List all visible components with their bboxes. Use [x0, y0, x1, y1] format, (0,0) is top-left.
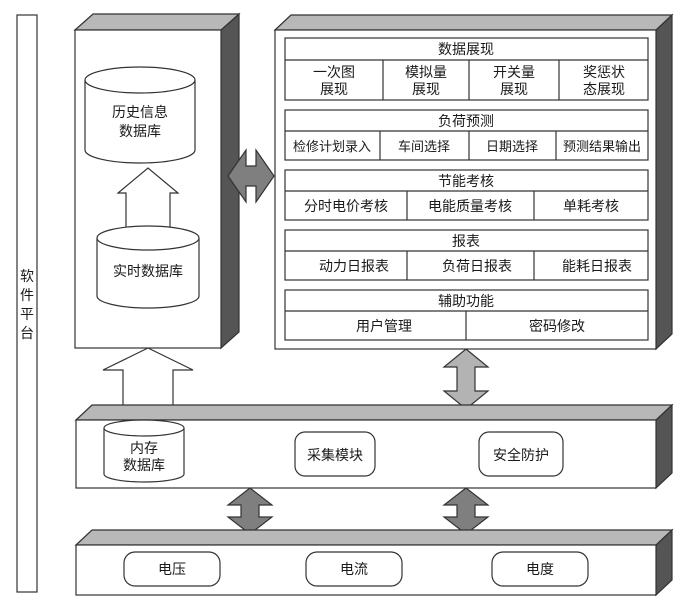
double-arrow-function-middle	[442, 348, 490, 410]
load-forecast-panel	[284, 109, 649, 161]
memory-database-cylinder	[103, 419, 185, 483]
forecast-item-output: 预测结果输出	[563, 139, 641, 155]
load-forecast-title: 负荷预测	[438, 114, 494, 130]
report-item-load-daily: 负荷日报表	[442, 259, 512, 275]
energy-assessment-panel	[284, 169, 649, 221]
display-item-analog: 模拟量	[405, 65, 447, 81]
display-item-switch: 展现	[500, 82, 528, 98]
collection-module-label: 采集模块	[307, 447, 363, 464]
current-label: 电流	[340, 562, 368, 578]
security-protection-box	[478, 431, 564, 477]
data-display-panel	[284, 37, 649, 101]
energy-item-tou-price: 分时电价考核	[304, 199, 388, 215]
software-platform-box	[16, 14, 38, 593]
platform-label-char: 件	[20, 288, 34, 304]
aux-item-user-management: 用户管理	[356, 318, 412, 335]
display-item-reward: 态展现	[583, 82, 625, 98]
auxiliary-panel	[284, 289, 649, 341]
data-display-title: 数据展现	[438, 42, 494, 58]
auxiliary-title: 辅助功能	[438, 294, 494, 310]
forecast-item-maintenance: 检修计划录入	[293, 140, 371, 155]
platform-label-char: 软	[20, 269, 34, 285]
forecast-item-workshop: 车间选择	[398, 139, 450, 155]
realtime-database-cylinder	[96, 225, 200, 309]
energy-meter-label: 电度	[526, 562, 554, 578]
report-panel	[284, 229, 649, 281]
voltage-label: 电压	[158, 562, 186, 578]
display-item-primary-diagram: 一次图	[313, 65, 355, 81]
voltage-box	[123, 551, 221, 587]
history-database-cylinder	[84, 66, 196, 164]
collection-module-box	[294, 431, 376, 477]
report-item-energy-daily: 能耗日报表	[562, 259, 632, 275]
double-arrow-middle-bottom-right	[442, 487, 490, 535]
security-protection-label: 安全防护	[493, 447, 549, 464]
energy-item-unit-consumption: 单耗考核	[563, 199, 619, 215]
platform-label-char: 平	[20, 307, 34, 323]
energy-item-power-quality: 电能质量考核	[428, 199, 512, 215]
current-box	[305, 551, 403, 587]
energy-meter-box	[491, 551, 589, 587]
report-item-power-daily: 动力日报表	[319, 259, 389, 275]
double-arrow-middle-bottom-left	[226, 487, 274, 535]
realtime-database-label: 实时数据库	[113, 264, 183, 280]
platform-label-char: 台	[20, 326, 34, 342]
display-item-switch: 开关量	[493, 65, 535, 81]
display-item-primary-diagram: 展现	[320, 82, 348, 98]
report-title: 报表	[452, 234, 480, 250]
memory-database-label: 内存	[130, 441, 158, 457]
history-database-label: 数据库	[119, 124, 161, 140]
up-arrow-realtime-to-history	[116, 167, 180, 233]
double-arrow-db-function	[227, 148, 275, 204]
history-database-label: 历史信息	[112, 104, 168, 121]
up-arrow-middle-to-db	[102, 347, 194, 411]
memory-database-label: 数据库	[123, 458, 165, 474]
energy-assessment-title: 节能考核	[438, 174, 494, 190]
display-item-reward: 奖惩状	[583, 64, 625, 81]
display-item-analog: 展现	[412, 82, 440, 98]
aux-item-password-change: 密码修改	[529, 318, 585, 335]
forecast-item-date: 日期选择	[486, 140, 538, 155]
